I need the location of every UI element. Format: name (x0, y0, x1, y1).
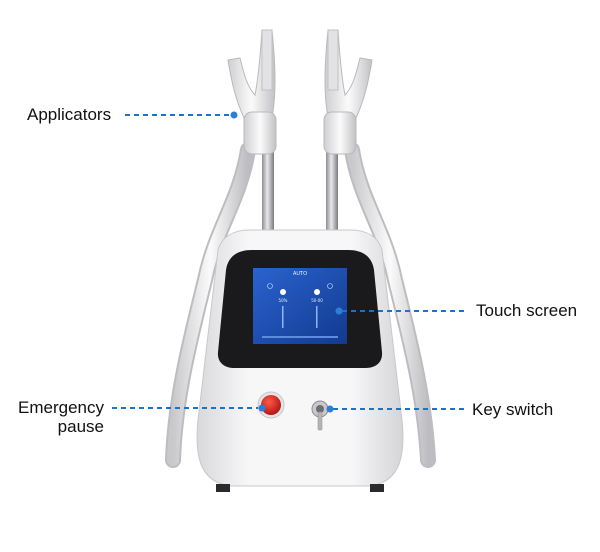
emergency-pause-label: Emergency pause (12, 398, 104, 436)
screen-right-icon (314, 289, 320, 295)
key-switch-label: Key switch (472, 400, 554, 419)
emergency-pause-button[interactable] (257, 391, 285, 419)
key-switch[interactable] (311, 400, 329, 431)
emergency-label-line1: Emergency (18, 398, 104, 417)
screen-display[interactable] (253, 268, 347, 344)
screen-settings-icon[interactable] (327, 283, 333, 289)
applicator-right (323, 29, 373, 155)
screen-right-slider[interactable] (316, 306, 318, 328)
applicator-left (227, 29, 277, 155)
cable-right (344, 142, 436, 468)
screen-bottom-bar (262, 336, 338, 338)
pole-right (326, 150, 338, 240)
screen-left-value: 50% (279, 298, 288, 303)
foot-right (370, 484, 384, 492)
applicators-label: Applicators (27, 105, 112, 124)
emergency-label-line2: pause (57, 417, 104, 436)
touch-screen[interactable]: AUTO 50% 50-00 (217, 250, 383, 368)
screen-mode-label: AUTO (293, 271, 307, 277)
screen-right-value: 50-00 (311, 298, 323, 303)
callout-applicators (125, 111, 238, 119)
screen-play-icon[interactable] (267, 283, 273, 289)
screen-left-icon (280, 289, 286, 295)
touch-screen-label: Touch screen (476, 301, 578, 320)
callout-touch-screen (335, 307, 464, 315)
callout-key-switch (326, 405, 464, 413)
callout-emergency (112, 404, 266, 412)
pole-left (262, 150, 274, 240)
screen-left-slider[interactable] (282, 306, 284, 328)
foot-left (216, 484, 230, 492)
